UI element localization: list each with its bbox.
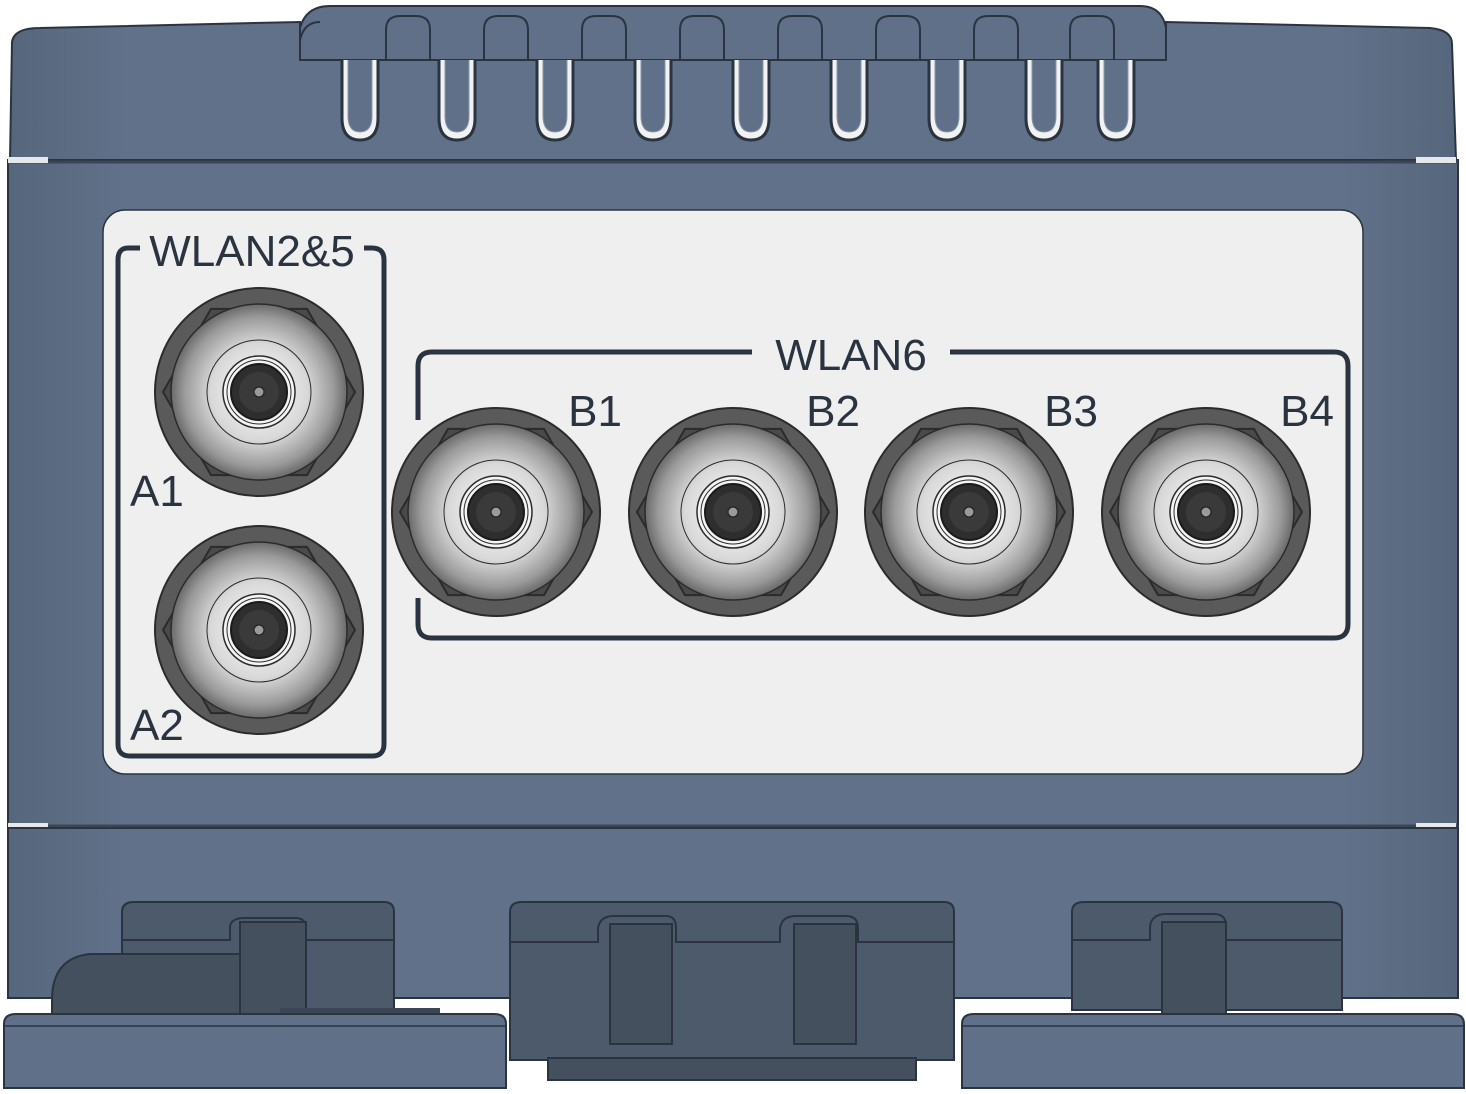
antenna-port-a2[interactable]: A2 (130, 525, 364, 750)
housing-bottom (3, 827, 1465, 1089)
antenna-port-b3[interactable]: B3 (864, 387, 1098, 617)
wlan6-group: WLAN6 (415, 331, 1351, 641)
port-label-b2: B2 (806, 387, 860, 436)
port-label-b4: B4 (1280, 387, 1334, 436)
port-label-b3: B3 (1044, 387, 1098, 436)
antenna-port-b4[interactable]: B4 (1101, 387, 1334, 617)
cooling-fins (299, 5, 1167, 61)
wlan25-group: WLAN2&5 (115, 227, 387, 759)
antenna-port-a1[interactable]: A1 (130, 287, 364, 516)
port-label-b1: B1 (568, 387, 622, 436)
wlan6-title: WLAN6 (775, 331, 927, 380)
port-label-a1: A1 (130, 467, 184, 516)
wlan25-title: WLAN2&5 (149, 227, 354, 276)
antenna-port-b1[interactable]: B1 (391, 387, 622, 617)
antenna-port-b2[interactable]: B2 (628, 387, 860, 617)
port-label-a2: A2 (130, 701, 184, 750)
